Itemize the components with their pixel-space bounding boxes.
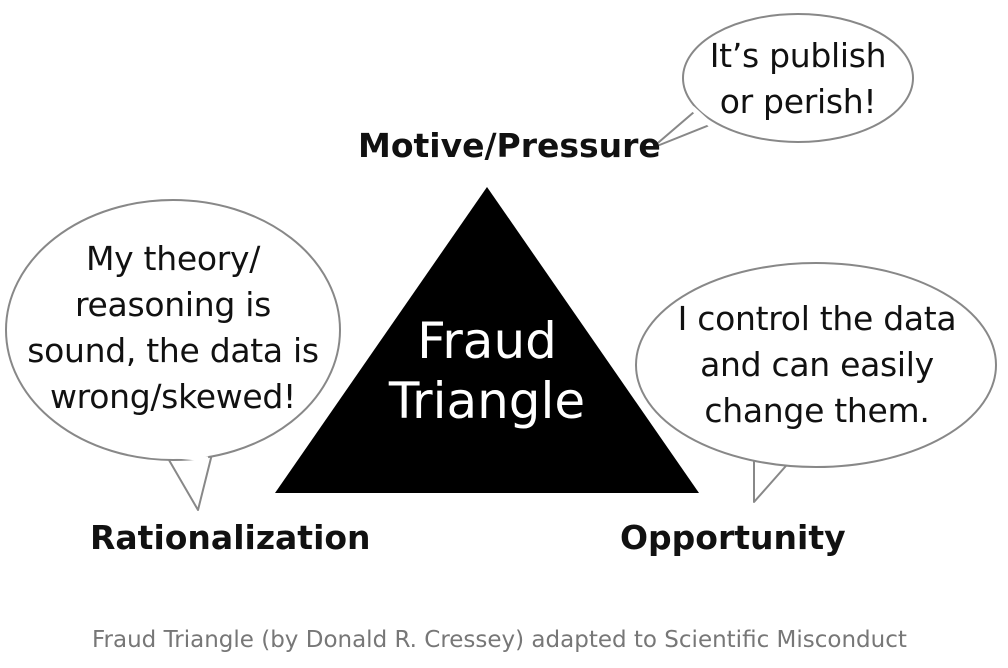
triangle-center-title: Fraud Triangle xyxy=(372,311,602,431)
bubble-right-line-3: change them. xyxy=(704,391,930,430)
speech-bubble-left xyxy=(5,199,341,511)
bubble-left-line-4: wrong/skewed! xyxy=(49,377,296,416)
vertex-label-motive-pressure: Motive/Pressure xyxy=(358,126,661,165)
center-line-2: Triangle xyxy=(388,372,586,430)
bubble-text-top-right: It’s publish or perish! xyxy=(688,33,908,125)
bubble-text-left: My theory/ reasoning is sound, the data … xyxy=(18,236,328,420)
vertex-label-rationalization: Rationalization xyxy=(90,518,371,557)
bubble-left-line-1: My theory/ xyxy=(85,239,261,278)
speech-bubble-top-right xyxy=(651,13,914,149)
speech-bubble-right xyxy=(635,262,997,503)
center-line-1: Fraud xyxy=(417,312,557,370)
bubble-text-right: I control the data and can easily change… xyxy=(658,296,976,434)
bubble-top-right-line-1: It’s publish xyxy=(709,36,887,75)
bubble-right-line-2: and can easily xyxy=(700,345,934,384)
fraud-triangle-shape xyxy=(275,187,699,493)
bubble-right-line-1: I control the data xyxy=(677,299,957,338)
diagram-caption: Fraud Triangle (by Donald R. Cressey) ad… xyxy=(92,627,907,653)
vertex-label-opportunity: Opportunity xyxy=(620,518,846,557)
bubble-left-line-2: reasoning is xyxy=(75,285,271,324)
bubble-top-right-line-2: or perish! xyxy=(719,82,877,121)
bubble-left-line-3: sound, the data is xyxy=(27,331,319,370)
